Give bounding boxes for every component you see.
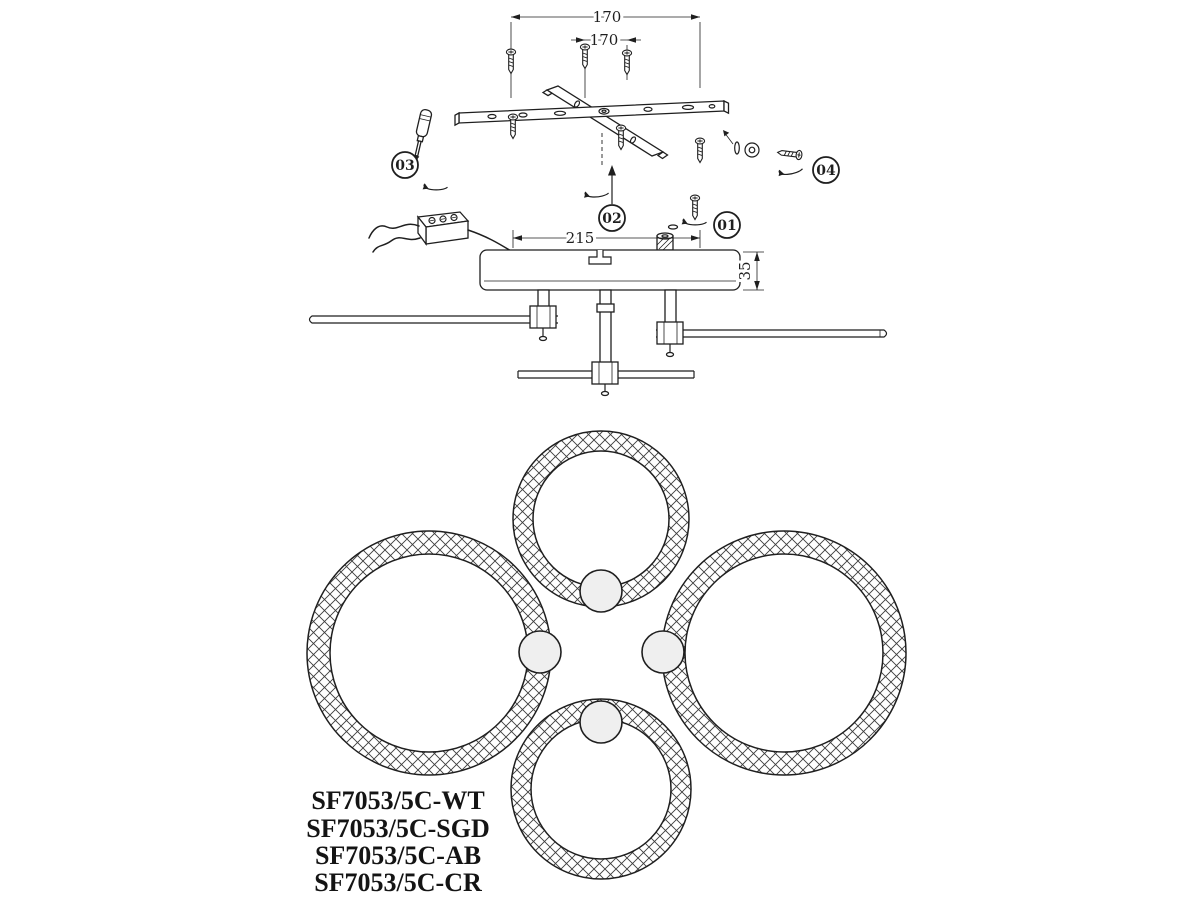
step-badge-02: 02	[598, 204, 626, 232]
stem-right	[656, 289, 684, 358]
step-01-label: 01	[717, 218, 736, 234]
dim-bracket-holes: 170	[571, 28, 641, 98]
right-arm	[656, 329, 888, 338]
dim-canopy-diameter: 215	[512, 226, 701, 250]
fastener-guide	[723, 130, 734, 145]
screw-icon	[776, 147, 803, 161]
ring-left	[306, 530, 552, 776]
assembly-up-arrow	[608, 165, 616, 204]
dim-canopy-diameter-label: 215	[566, 229, 595, 247]
wires	[368, 223, 512, 253]
step-badge-01: 01	[713, 211, 741, 239]
dim-bracket-span: 170	[510, 5, 701, 98]
model-list: SF7053/5C-WT SF7053/5C-SGD SF7053/5C-AB …	[306, 786, 489, 897]
stem-center	[591, 289, 619, 397]
ring-right	[661, 530, 907, 776]
step-badge-03: 03	[391, 151, 419, 179]
connector-joint-top	[579, 569, 623, 613]
wire-connector	[416, 211, 470, 246]
ceiling-canopy	[479, 249, 741, 291]
screw-icon	[579, 43, 591, 70]
threaded-post	[656, 224, 679, 251]
mounting-bracket	[454, 85, 730, 160]
rotate-arrow-icon	[582, 189, 610, 199]
keyhole-slot	[588, 250, 612, 265]
stem-left	[529, 289, 557, 342]
screw-icon	[694, 137, 706, 164]
connector-joint-right	[641, 630, 685, 674]
step-03-label: 03	[395, 158, 414, 174]
screw-icon	[507, 113, 519, 140]
screwdriver-icon	[413, 109, 433, 163]
screw-icon	[689, 194, 701, 221]
model-item: SF7053/5C-CR	[314, 868, 482, 897]
dim-bracket-holes-label: 170	[590, 31, 619, 49]
washer-icon	[744, 142, 760, 158]
screw-icon	[505, 48, 517, 75]
rotate-arrow-icon	[422, 183, 449, 191]
step-badge-04: 04	[812, 156, 840, 184]
model-item: SF7053/5C-AB	[315, 841, 481, 870]
washer-side-icon	[734, 141, 740, 155]
left-arm	[308, 315, 558, 324]
step-02-label: 02	[602, 211, 621, 227]
model-item: SF7053/5C-SGD	[306, 814, 489, 843]
connector-joint-left	[518, 630, 562, 674]
connector-joint-bottom	[579, 700, 623, 744]
model-item: SF7053/5C-WT	[311, 786, 484, 815]
dim-bracket-span-label: 170	[593, 8, 622, 26]
dim-canopy-height-label: 35	[736, 261, 754, 280]
screw-icon	[621, 49, 633, 76]
rotate-arrow-icon	[776, 164, 804, 178]
dim-canopy-height: 35	[733, 251, 764, 291]
rotate-arrow-icon	[680, 218, 708, 226]
step-04-label: 04	[816, 163, 836, 179]
